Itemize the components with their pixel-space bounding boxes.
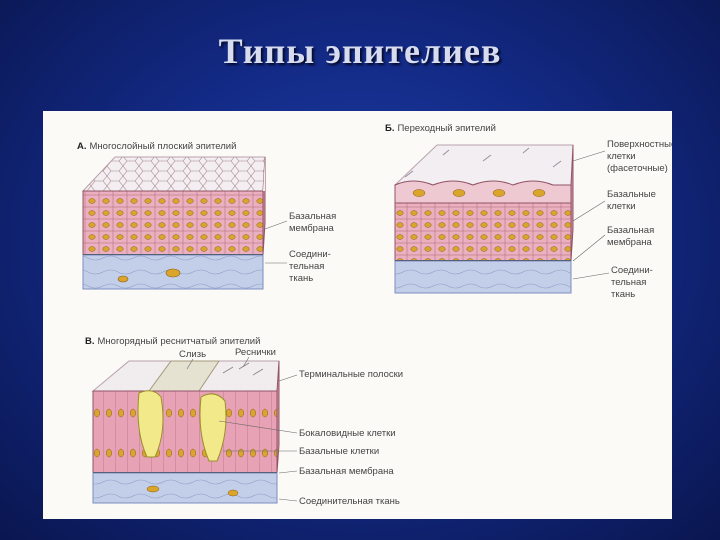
panel-b: Б.Переходный эпителий Поверхностные клет… [385, 123, 672, 300]
epithelium-diagram: А.Многослойный плоский эпителий Базальна… [77, 123, 672, 507]
panel-c-title: В.Многорядный реснитчатый эпителий [85, 336, 260, 347]
panel-a: А.Многослойный плоский эпителий Базальна… [77, 141, 339, 290]
slide-title: Типы эпителиев [218, 31, 502, 71]
panel-a-labels: Базальная мембрана Соедини- тельная ткан… [289, 211, 339, 284]
panel-a-title: А.Многослойный плоский эпителий [77, 141, 236, 152]
panel-c-labels: Слизь Реснички Терминальные полоски Бока… [179, 347, 406, 507]
panel-b-title: Б.Переходный эпителий [385, 123, 496, 134]
epithelium-figure: А.Многослойный плоский эпителий Базальна… [43, 111, 672, 519]
panel-c: В.Многорядный реснитчатый эпителий Слизь… [85, 336, 406, 507]
panel-b-labels: Поверхностные клетки (фасеточные) Базаль… [607, 139, 672, 300]
